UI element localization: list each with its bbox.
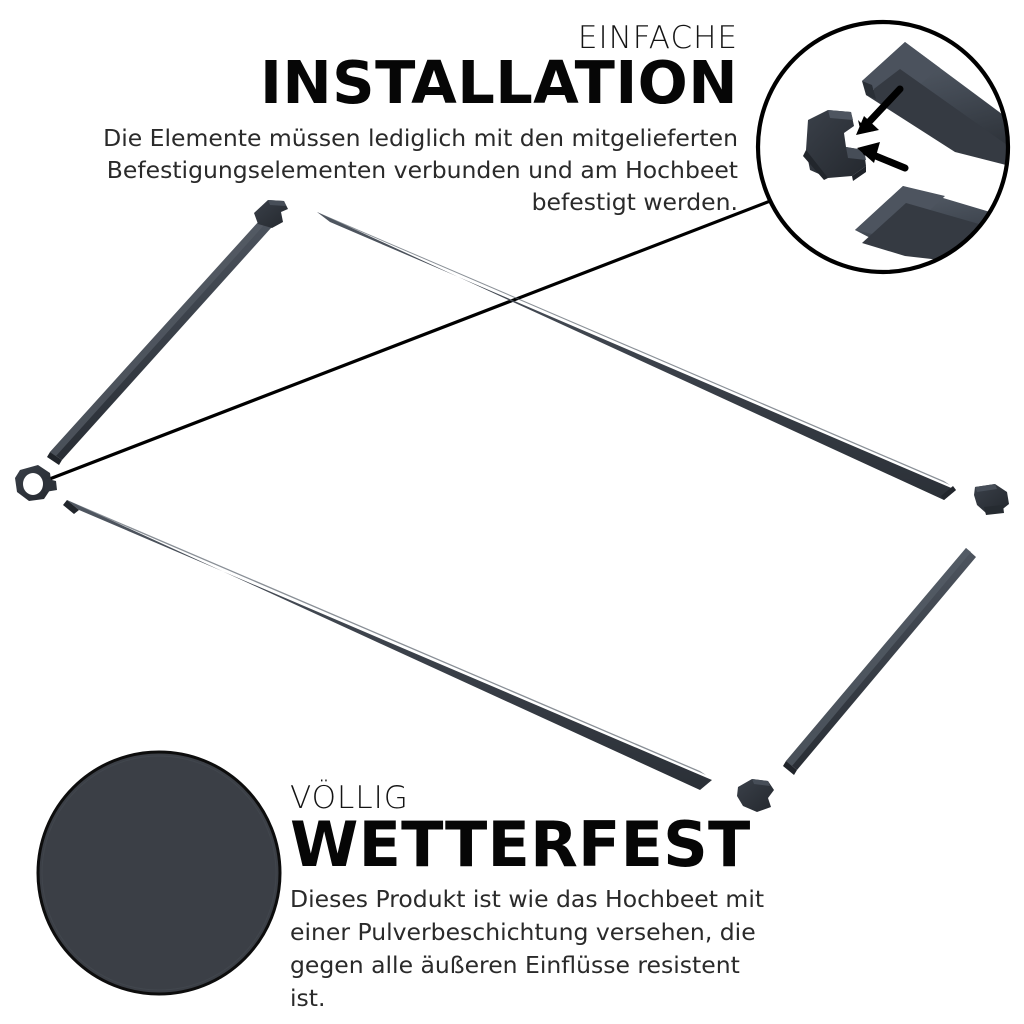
weatherproof-body-line-3: gegen alle äußeren Einflüsse resistent <box>290 951 740 980</box>
callout-leader-line <box>32 196 780 487</box>
rail-right-short <box>783 548 976 775</box>
installation-body-line-1: Die Elemente müssen lediglich mit den mi… <box>103 124 738 153</box>
corner-connectors <box>15 200 1009 812</box>
installation-text-block: EINFACHE INSTALLATION Die Elemente müsse… <box>96 22 738 219</box>
connector-right-middle <box>974 484 1009 515</box>
arrow-rail-to-connector-lower <box>857 142 909 172</box>
installation-headline: INSTALLATION <box>260 47 738 117</box>
weatherproof-body: Dieses Produkt ist wie das Hochbeet mit … <box>290 883 765 1016</box>
weatherproof-body-line-1: Dieses Produkt ist wie das Hochbeet mit <box>290 885 765 914</box>
detail-callout-circle <box>755 19 1011 275</box>
arrow-rail-to-connector-upper <box>856 85 904 135</box>
color-swatch-circle <box>36 750 282 996</box>
installation-body: Die Elemente müssen lediglich mit den mi… <box>96 122 738 219</box>
installation-body-line-2: Befestigungselementen verbunden und am H… <box>106 156 738 185</box>
installation-eyebrow: EINFACHE <box>577 20 738 56</box>
weatherproof-body-line-4: ist. <box>290 984 326 1013</box>
frame-assembly <box>47 210 976 790</box>
rail-top-left-short <box>47 210 280 465</box>
detail-connector-piece <box>803 110 866 181</box>
detail-rail-upper <box>862 42 1008 166</box>
rail-top-long <box>317 212 956 500</box>
weatherproof-eyebrow: VÖLLIG <box>290 780 409 816</box>
weatherproof-headline: WETTERFEST <box>290 807 751 881</box>
rail-bottom-long <box>63 500 712 790</box>
weatherproof-text-block: VÖLLIG WETTERFEST Dieses Produkt ist wie… <box>290 780 765 1016</box>
weatherproof-body-line-2: einer Pulverbeschichtung versehen, die <box>290 918 756 947</box>
connector-left-ring <box>15 465 57 501</box>
detail-rail-lower <box>855 186 1008 268</box>
installation-body-line-3: befestigt werden. <box>531 188 738 217</box>
